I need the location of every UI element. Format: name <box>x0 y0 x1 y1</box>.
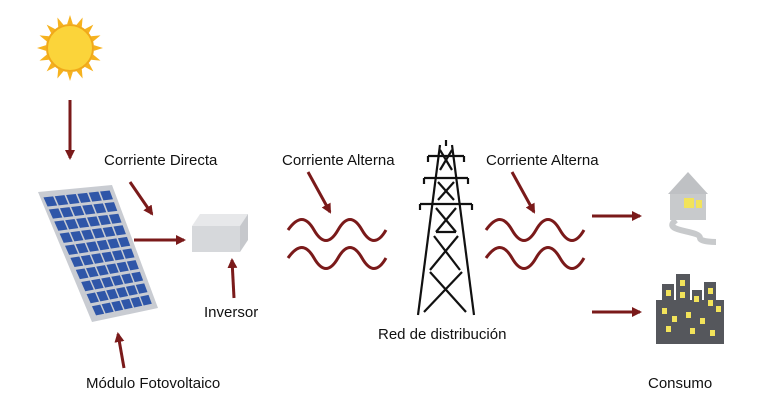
label-module: Módulo Fotovoltaico <box>86 375 221 392</box>
flow-arrows <box>65 100 642 369</box>
arrow-dc-label <box>128 181 154 216</box>
label-grid: Red de distribución <box>378 326 507 343</box>
arrow-ac-left-label <box>306 171 332 214</box>
label-inverter: Inversor <box>204 304 259 321</box>
label-consumption: Consumo <box>648 375 713 392</box>
transmission-tower-icon <box>416 140 476 316</box>
label-ac-left: Corriente Alterna <box>282 152 395 169</box>
ac-wave-left-icon <box>286 218 388 270</box>
sun-icon <box>37 15 103 81</box>
arrow-module-label <box>114 332 126 369</box>
city-icon <box>656 274 724 344</box>
label-dc: Corriente Directa <box>104 152 218 169</box>
house-icon <box>668 172 717 245</box>
label-ac-right: Corriente Alterna <box>486 152 599 169</box>
arrow-inverter-label <box>227 258 238 299</box>
inverter-icon <box>192 214 248 252</box>
arrow-ac-right-label <box>510 171 536 214</box>
solar-panel-icon <box>38 185 158 322</box>
ac-wave-right-icon <box>484 218 586 270</box>
